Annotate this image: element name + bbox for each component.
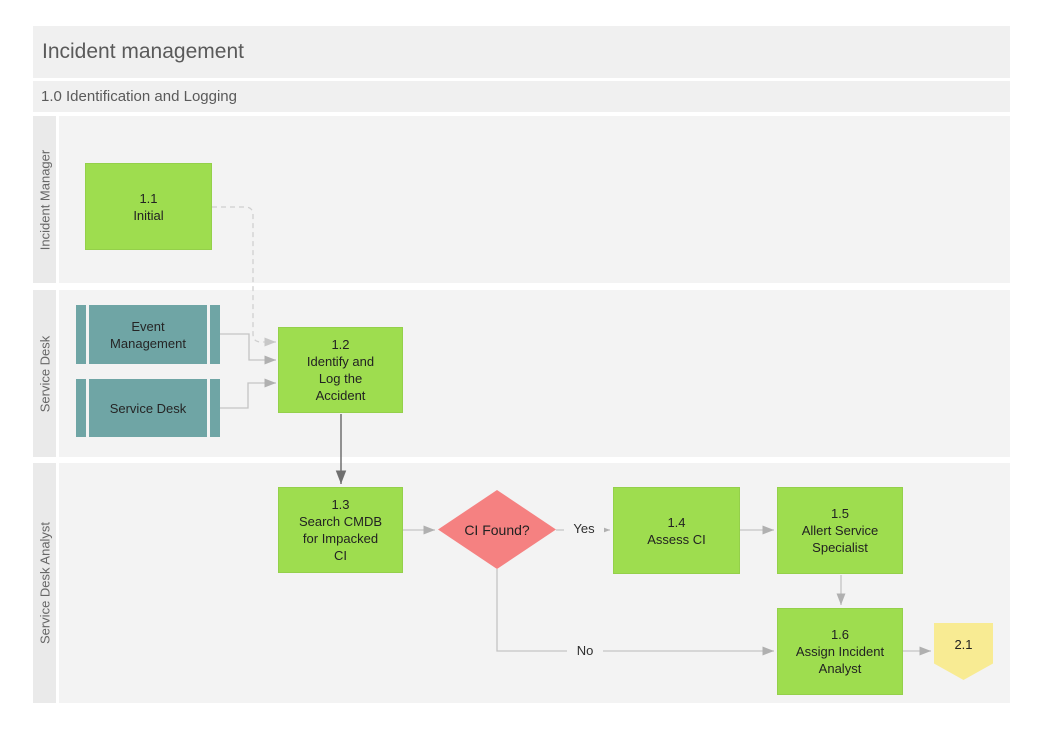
node-1-1-initial[interactable]: 1.1 Initial — [85, 163, 212, 250]
node-1-4-assess-ci[interactable]: 1.4 Assess CI — [613, 487, 740, 574]
node-label: Identify and Log the Accident — [306, 354, 375, 403]
node-event-management[interactable]: Event Management — [76, 305, 220, 364]
lane-header-service-desk-analyst: Service Desk Analyst — [33, 463, 56, 703]
diagram-subtitle-bar: 1.0 Identification and Logging — [33, 81, 1010, 112]
diagram-title-bar: Incident management — [33, 26, 1010, 78]
predefined-process-left-bar — [76, 305, 86, 364]
lane-label: Incident Manager — [37, 149, 52, 250]
node-label: CI Found? — [464, 521, 530, 538]
edge-label-no: No — [567, 643, 603, 658]
node-1-2-identify-and-log[interactable]: 1.2 Identify and Log the Accident — [278, 327, 403, 413]
lane-label: Service Desk Analyst — [37, 521, 52, 645]
node-1-3-search-cmdb[interactable]: 1.3 Search CMDB for Impacked CI — [278, 487, 403, 573]
edge-label-yes: Yes — [564, 521, 604, 536]
node-1-5-alert-service-specialist[interactable]: 1.5 Allert Service Specialist — [777, 487, 903, 574]
node-id: 1.2 — [331, 337, 350, 352]
node-id: 1.3 — [331, 497, 350, 512]
diagram-title: Incident management — [42, 40, 244, 63]
lane-header-incident-manager: Incident Manager — [33, 116, 56, 283]
node-1-6-assign-incident-analyst[interactable]: 1.6 Assign Incident Analyst — [777, 608, 903, 695]
node-id: 1.6 — [830, 627, 850, 642]
node-id: 1.1 — [139, 190, 158, 206]
node-label: 2.1 — [954, 637, 973, 652]
node-id: 1.5 — [830, 506, 850, 521]
node-label: Initial — [133, 207, 164, 223]
node-service-desk[interactable]: Service Desk — [76, 379, 220, 437]
node-label: Service Desk — [89, 379, 207, 437]
node-label: Event Management — [89, 305, 207, 364]
predefined-process-right-bar — [210, 305, 220, 364]
predefined-process-left-bar — [76, 379, 86, 437]
node-label: Assign Incident Analyst — [795, 644, 885, 676]
node-label: Assess CI — [647, 531, 706, 547]
predefined-process-right-bar — [210, 379, 220, 437]
lane-header-service-desk: Service Desk — [33, 290, 56, 457]
node-id: 1.4 — [667, 514, 686, 530]
diagram-subtitle: 1.0 Identification and Logging — [41, 88, 237, 105]
lane-label: Service Desk — [37, 335, 52, 412]
node-label: Search CMDB for Impacked CI — [298, 514, 383, 563]
node-label: Allert Service Specialist — [801, 523, 879, 555]
